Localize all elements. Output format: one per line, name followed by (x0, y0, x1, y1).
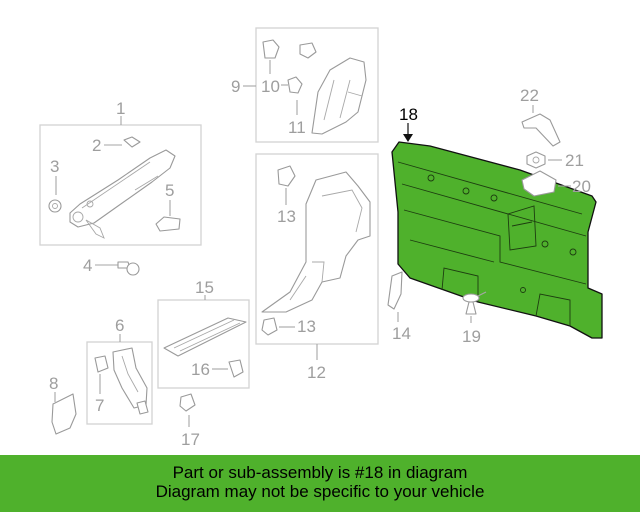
callout-16[interactable]: 16 (191, 360, 210, 379)
part-10-clip-c[interactable] (287, 76, 303, 94)
part-20-bumper[interactable] (521, 170, 557, 197)
part-6-clip[interactable] (136, 400, 149, 415)
callout-2[interactable]: 2 (92, 136, 101, 155)
part-5-pad[interactable] (155, 216, 181, 232)
part-15-scuff-plate[interactable] (163, 317, 247, 357)
callout-10[interactable]: 10 (261, 77, 280, 96)
part-2-clip[interactable] (123, 136, 141, 148)
part-14-bracket[interactable] (387, 271, 403, 310)
callout-13b[interactable]: 13 (297, 317, 316, 336)
info-banner: Part or sub-assembly is #18 in diagram D… (0, 455, 640, 512)
callout-12[interactable]: 12 (307, 363, 326, 382)
callout-8[interactable]: 8 (49, 374, 58, 393)
banner-line-1: Part or sub-assembly is #18 in diagram (172, 463, 468, 482)
callout-18[interactable]: 18 (399, 105, 418, 124)
callout-7[interactable]: 7 (95, 396, 104, 415)
callout-17[interactable]: 17 (181, 430, 200, 449)
callout-19[interactable]: 19 (462, 327, 481, 346)
part-4-bolt[interactable] (117, 261, 140, 276)
part-8-bracket[interactable] (51, 393, 77, 435)
parts-diagram: 1 2 3 5 4 9 10 11 12 1 (39, 27, 603, 449)
part-16-clip[interactable] (228, 359, 244, 378)
callout-5[interactable]: 5 (165, 181, 174, 200)
part-3-fastener[interactable] (48, 199, 62, 213)
banner-line-2: Diagram may not be specific to your vehi… (155, 482, 485, 501)
part-13-clip-a[interactable] (277, 165, 296, 187)
part-10-clip-a[interactable] (262, 39, 280, 59)
part-17-clip[interactable] (179, 393, 196, 412)
part-1-pillar-trim[interactable] (69, 149, 176, 239)
part-22-bracket[interactable] (521, 113, 561, 147)
part-13-clip-b[interactable] (261, 317, 278, 336)
callout-6[interactable]: 6 (115, 316, 124, 335)
part-7-clip[interactable] (94, 355, 109, 373)
callout-13a[interactable]: 13 (277, 207, 296, 226)
part-18-back-panel[interactable] (391, 141, 603, 339)
part-19-push-pin[interactable] (462, 293, 480, 315)
callout-11[interactable]: 11 (288, 118, 306, 137)
part-10-clip-b[interactable] (299, 42, 317, 59)
part-11-upper-trim[interactable] (311, 57, 367, 135)
part-21-nut[interactable] (526, 151, 546, 169)
group-box-9 (255, 27, 379, 143)
callout-21[interactable]: 21 (565, 151, 584, 170)
callout-14[interactable]: 14 (392, 324, 411, 343)
callout-15[interactable]: 15 (195, 278, 214, 297)
group-box-15 (157, 299, 250, 389)
callout-22[interactable]: 22 (520, 86, 539, 105)
callout-4[interactable]: 4 (83, 256, 92, 275)
part-6-trim-panel[interactable] (112, 347, 148, 409)
part-12-lower-trim[interactable] (261, 171, 371, 313)
callout-1[interactable]: 1 (116, 99, 125, 118)
callout-9[interactable]: 9 (231, 77, 240, 96)
callout-3[interactable]: 3 (50, 157, 59, 176)
callout-20[interactable]: 20 (572, 177, 591, 196)
